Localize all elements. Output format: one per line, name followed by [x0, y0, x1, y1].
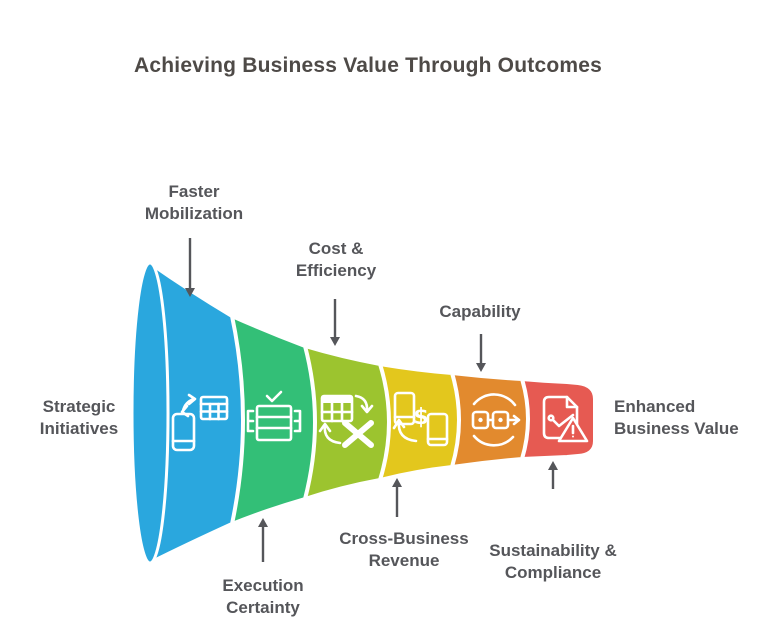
label-capability: Capability: [439, 302, 521, 321]
capability-arrow: [476, 334, 486, 372]
execution-certainty-arrow: [258, 518, 268, 562]
arrow-head-icon: [548, 461, 558, 470]
faster-mobilization-arrow: [185, 238, 195, 297]
label-execution-certainty: Execution Certainty: [222, 576, 304, 617]
arrow-head-icon: [392, 478, 402, 487]
cost-efficiency-arrow: [330, 299, 340, 346]
linked-process-icon: [471, 393, 521, 447]
label-cross-business-revenue: Cross-Business Revenue: [339, 529, 469, 570]
label-strategic-initiatives: Strategic Initiatives: [39, 397, 119, 438]
label-faster-mobilization: Faster Mobilization: [144, 182, 244, 223]
arrow-head-icon: [258, 518, 268, 527]
arrow-head-icon: [185, 288, 195, 297]
arrow-head-icon: [330, 337, 340, 346]
table-to-excel-icon: [318, 394, 374, 448]
arrow-head-icon: [476, 363, 486, 372]
label-cost-efficiency: Cost & Efficiency: [295, 239, 377, 280]
approved-stack-icon: [246, 390, 302, 442]
svg-text:$: $: [413, 405, 428, 430]
label-enhanced-business-value: Enhanced Business Value: [614, 397, 739, 438]
devices-payment-icon: $: [392, 391, 449, 447]
sustainability-compliance-arrow: [548, 461, 558, 489]
cross-business-revenue-arrow: [392, 478, 402, 517]
mobile-sync-icon: [171, 393, 229, 452]
funnel-mouth: [130, 261, 170, 565]
page-title: Achieving Business Value Through Outcome…: [134, 54, 602, 77]
report-alert-icon: [542, 395, 589, 443]
label-sustainability-compliance: Sustainability & Compliance: [489, 541, 617, 582]
